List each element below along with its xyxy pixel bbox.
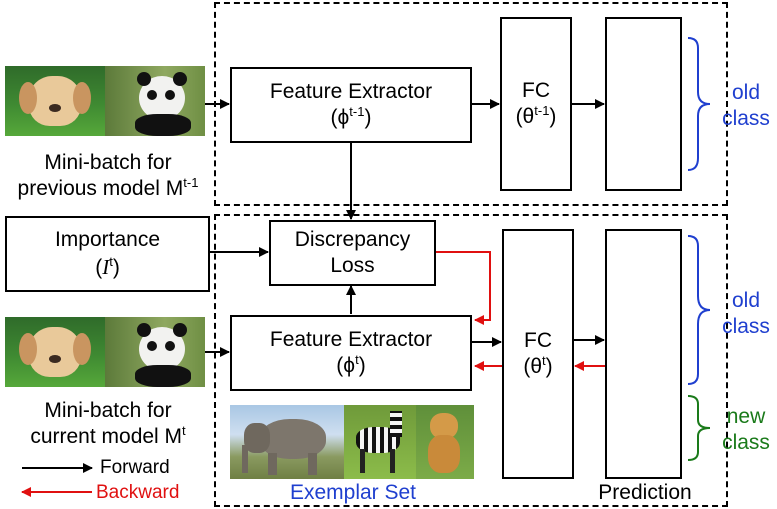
prediction-box-previous [605, 17, 682, 191]
legend-backward-label: Backward [96, 482, 180, 503]
fc-previous: FC (θt-1) [500, 17, 572, 191]
fe-previous-title: Feature Extractor [269, 79, 433, 103]
prediction-label: Prediction [598, 481, 692, 504]
caption-previous-text: previous model M [17, 177, 184, 200]
caption-previous-line2: previous model Mt-1 [2, 176, 214, 202]
fc-previous-title: FC [522, 78, 550, 102]
elephant-photo [230, 405, 344, 479]
panda-photo-top [105, 66, 205, 136]
caption-current-sup: t [182, 423, 186, 438]
feature-extractor-current: Feature Extractor (ϕt) [230, 315, 472, 391]
caption-current-line1: Mini-batch for [44, 399, 172, 422]
fc-current-param: (θt) [523, 353, 553, 378]
importance-symbol: (It) [95, 253, 120, 279]
caption-current-line2: current model Mt [2, 424, 214, 450]
puppy-photo-top [5, 66, 105, 136]
zebra-photo [344, 405, 416, 479]
old-class-brace-bottom [687, 235, 711, 385]
fc-current-title: FC [524, 328, 552, 352]
panda-photo-bottom [105, 317, 205, 387]
caption-current-text: current model M [30, 425, 183, 448]
fe-current-title: Feature Extractor [269, 327, 433, 351]
dog-photo [416, 405, 474, 479]
prediction-box-current [605, 229, 682, 479]
new-class-brace [687, 395, 711, 461]
legend-forward-label: Forward [100, 457, 170, 478]
discrepancy-line1: Discrepancy [294, 227, 411, 251]
exemplar-set-label: Exemplar Set [289, 481, 417, 504]
puppy-photo-bottom [5, 317, 105, 387]
feature-extractor-previous: Feature Extractor (ϕt-1) [230, 67, 472, 143]
importance-box: Importance (It) [5, 216, 210, 292]
importance-title: Importance [54, 228, 161, 252]
old-class-brace-top [687, 37, 711, 171]
discrepancy-loss-box: Discrepancy Loss [269, 220, 436, 286]
current-model-region [214, 214, 728, 507]
fc-current: FC (θt) [502, 229, 574, 479]
caption-previous-sup: t-1 [183, 175, 199, 190]
new-class-label: new class [722, 405, 770, 455]
backward-discrepancy-to-fe [436, 251, 491, 325]
old-class-label-top: old class [722, 81, 770, 131]
discrepancy-line2: Loss [330, 254, 375, 277]
old-class-label-bottom: old class [722, 289, 770, 339]
caption-previous-line1: Mini-batch for [44, 151, 172, 174]
fe-current-param: (ϕt) [336, 352, 366, 377]
fe-previous-param: (ϕt-1) [330, 104, 372, 129]
fc-previous-param: (θt-1) [515, 103, 557, 128]
